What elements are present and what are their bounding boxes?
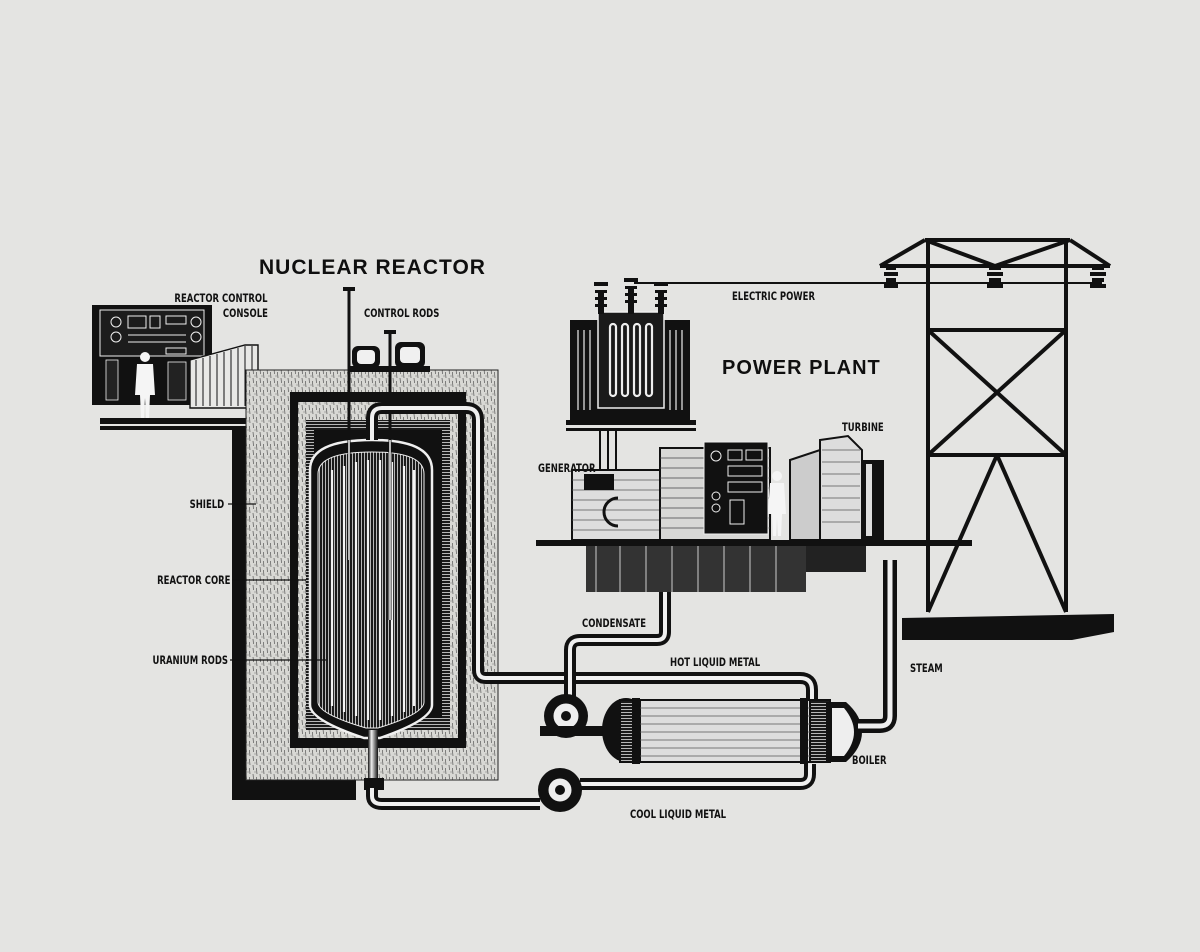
tower-ground (902, 614, 1114, 640)
label-boiler: BOILER (852, 753, 887, 767)
control-rod-drive-motors (348, 342, 430, 372)
label-reactor-core: REACTOR CORE (156, 573, 230, 587)
leader-lines (228, 503, 326, 661)
label-steam: STEAM (910, 661, 943, 675)
cool-metal-pump (538, 768, 582, 812)
label-reactor-control-2: CONSOLE (222, 306, 268, 320)
condensate-pipe (540, 590, 671, 738)
reactor-core-vessel (308, 438, 434, 790)
label-cool-liquid-metal: COOL LIQUID METAL (630, 807, 727, 821)
transformer (566, 278, 696, 470)
label-generator: GENERATOR (538, 461, 596, 475)
label-reactor-control-1: REACTOR CONTROL (174, 291, 268, 305)
turbine-generator-set (536, 434, 972, 592)
boiler (602, 698, 862, 764)
control-rods (343, 287, 430, 620)
nuclear-reactor-title: NUCLEAR REACTOR (259, 256, 486, 279)
cool-liquid-metal-pipe (366, 764, 816, 812)
transmission-tower (878, 238, 1112, 613)
label-hot-liquid-metal: HOT LIQUID METAL (670, 655, 761, 669)
console-operator-figure (135, 352, 155, 418)
label-uranium-rods: URANIUM RODS (152, 653, 228, 667)
label-condensate: CONDENSATE (582, 616, 647, 630)
label-shield: SHIELD (189, 497, 224, 511)
hot-liquid-metal-pipe (366, 402, 818, 704)
steam-pipe (858, 560, 897, 733)
condensate-pump (540, 694, 620, 738)
plant-operator-figure (768, 471, 786, 536)
uranium-rods (330, 460, 416, 720)
reactor-control-console (92, 305, 259, 430)
label-turbine: TURBINE (842, 420, 884, 434)
label-control-rods: CONTROL RODS (364, 306, 440, 320)
tower-insulators (884, 266, 1106, 288)
power-plant-title: POWER PLANT (722, 357, 881, 379)
label-electric-power: ELECTRIC POWER (732, 289, 815, 303)
